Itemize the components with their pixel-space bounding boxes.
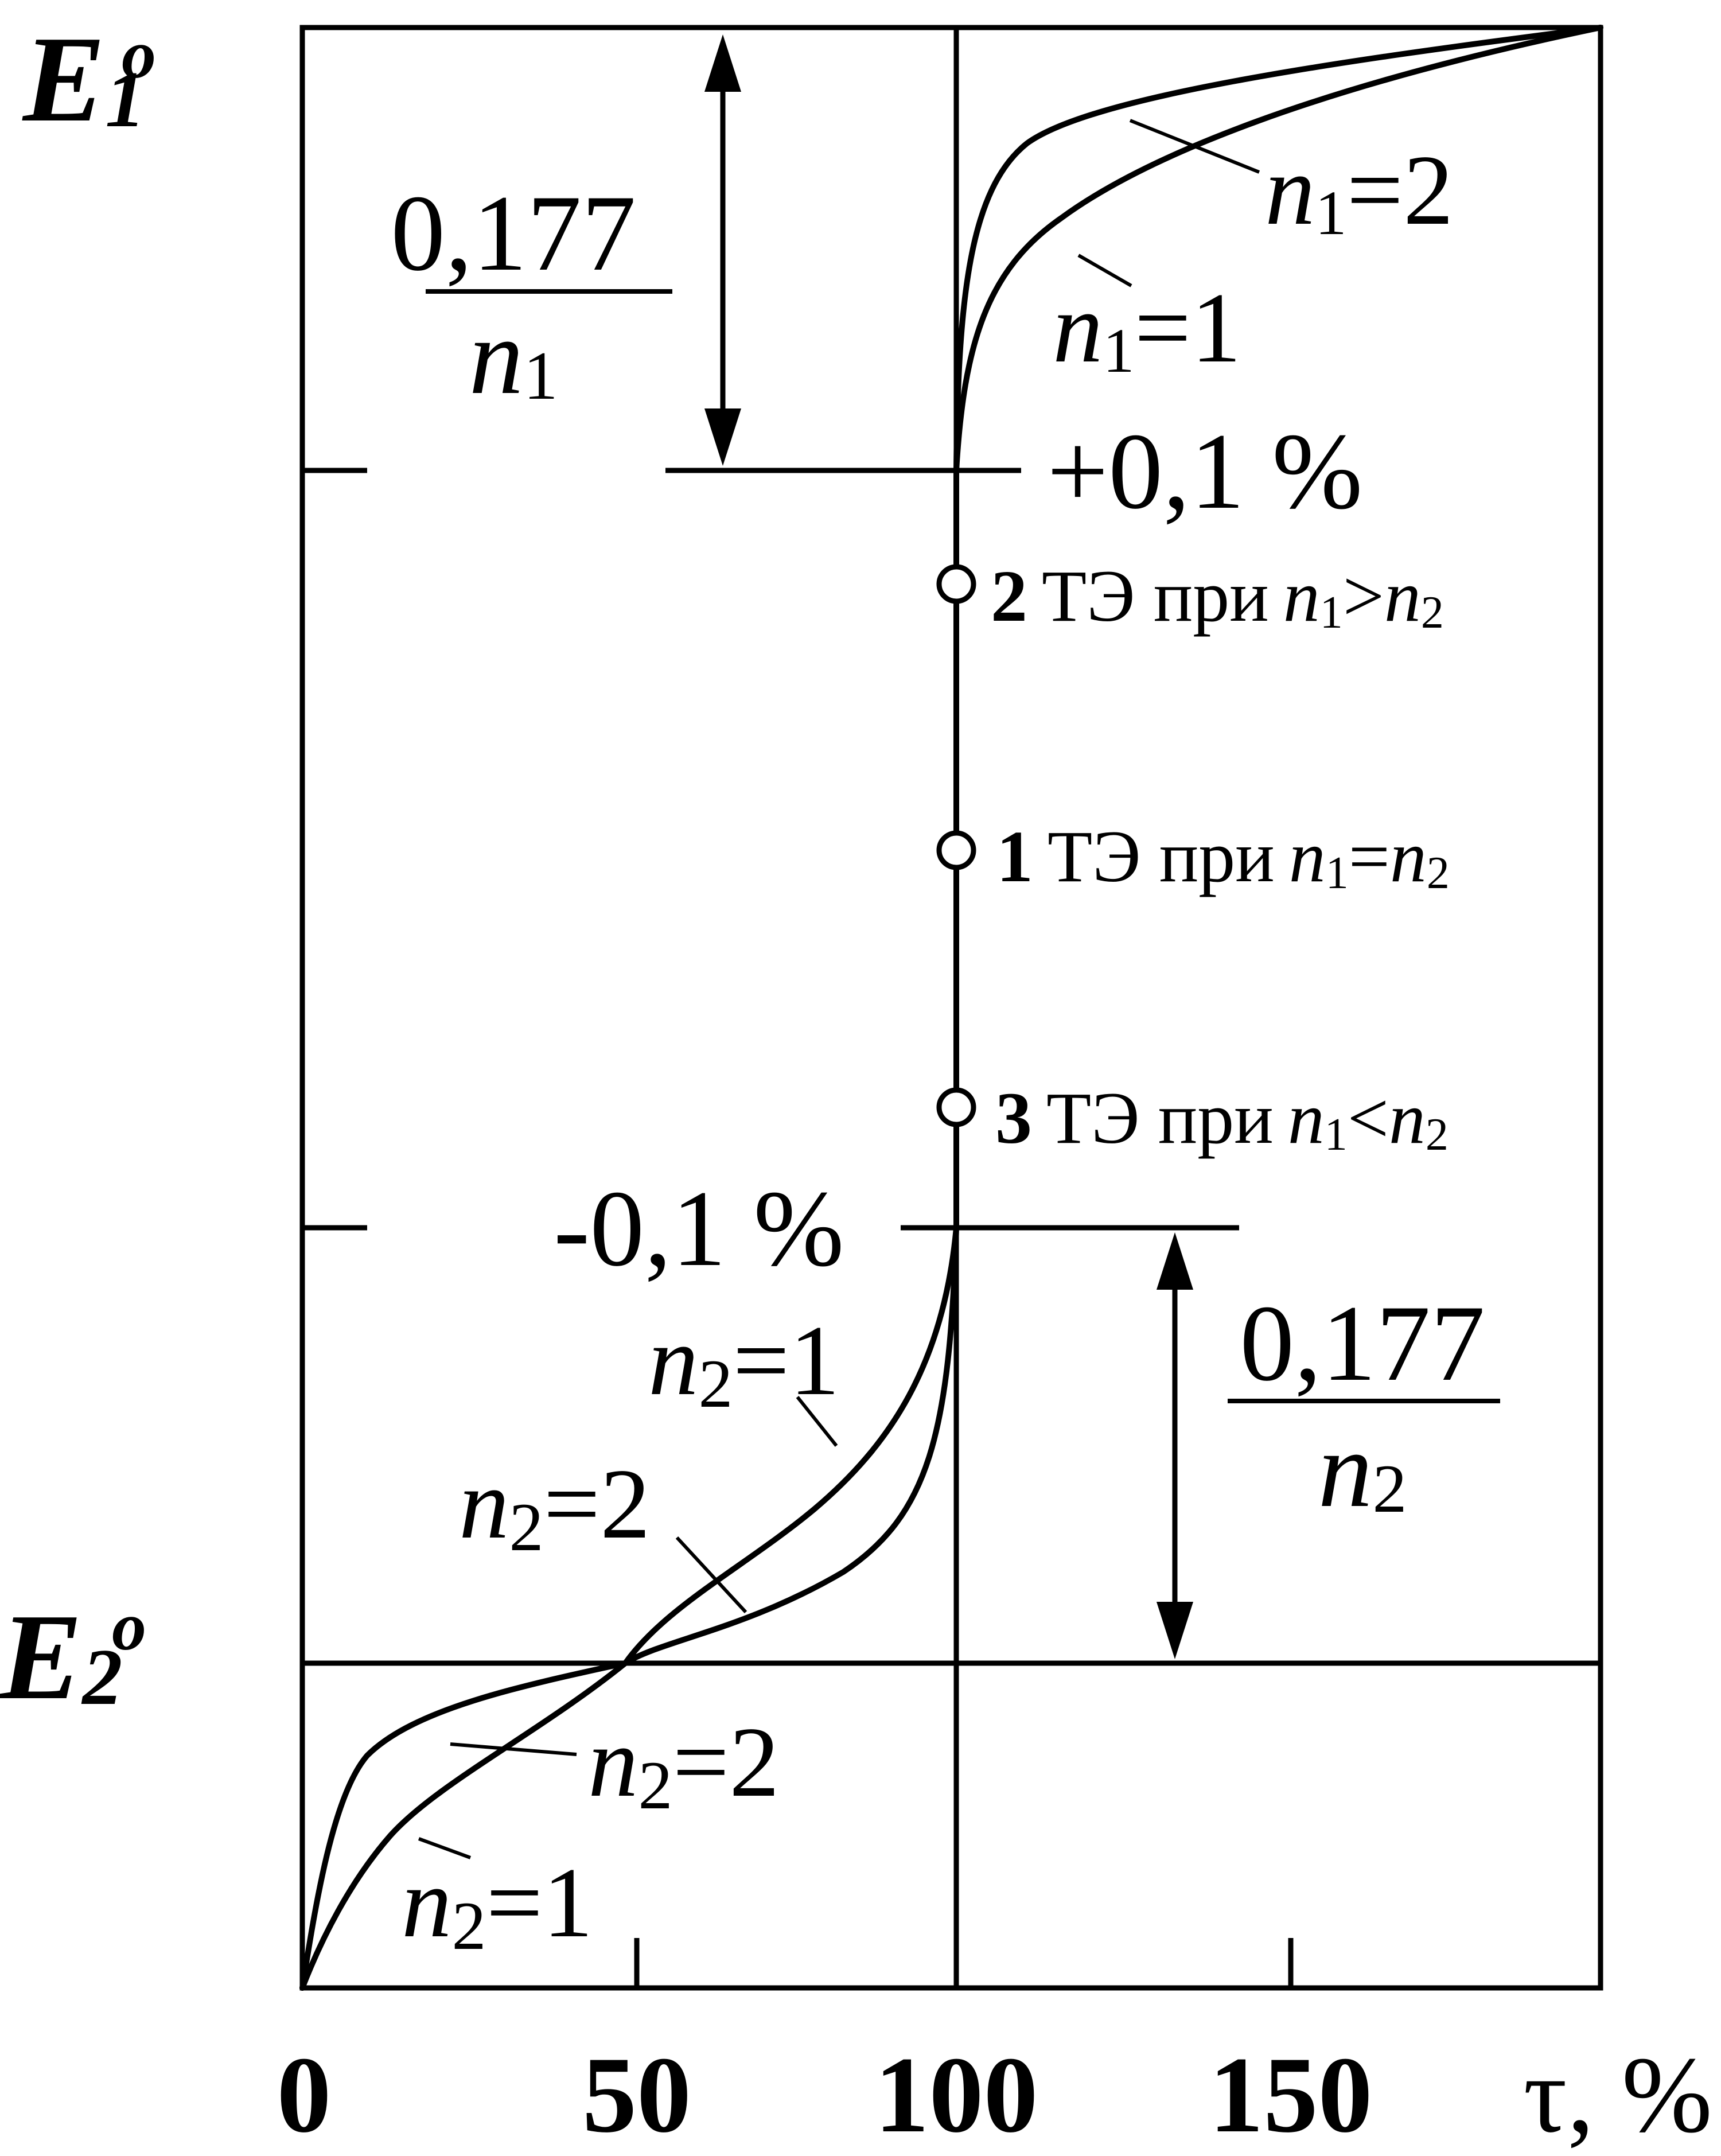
curve-n1-2-upper	[953, 25, 1603, 473]
leader-n1-2	[1129, 119, 1260, 174]
x-tick-label-150: 150	[1209, 2035, 1373, 2155]
leader-n2-2-lower	[450, 1742, 577, 1756]
curve-n1-1-upper	[953, 25, 1603, 473]
upper-span-arrow	[704, 34, 741, 466]
x-tick-label-50: 50	[582, 2035, 691, 2155]
svg-text:0,177: 0,177	[391, 173, 636, 294]
label-n1-1: n1=1	[1053, 272, 1241, 386]
label-n2-2-lower: n2=2	[588, 1706, 780, 1823]
e2-label: E2	[0, 1588, 122, 1725]
leader-n2-1-lower	[418, 1837, 472, 1859]
e1-label: E1	[22, 10, 145, 147]
x-tick-label-0: 0	[277, 2035, 332, 2155]
svg-text:n1: n1	[469, 297, 558, 417]
lower-span-fraction: 0,177 n2	[1228, 1283, 1500, 1530]
leader-n2-1-upper	[796, 1396, 838, 1447]
curve-n2-2-lower	[299, 1660, 628, 1991]
label-n2-1-lower: n2=1	[402, 1847, 593, 1964]
label-n2-1-upper: n2=1	[648, 1305, 840, 1422]
lower-span-arrow	[1157, 1232, 1193, 1659]
plot-frame	[299, 25, 1603, 1991]
lower-level-label: -0,1 %	[554, 1169, 844, 1289]
x-axis-title: τ, %	[1523, 2035, 1712, 2155]
svg-text:0,177: 0,177	[1240, 1283, 1485, 1404]
curve-n2-2-upper	[622, 1225, 959, 1666]
upper-level-label: +0,1 %	[1047, 411, 1362, 532]
upper-span-fraction: 0,177 n1	[391, 173, 672, 417]
label-n2-2-upper: n2=2	[459, 1448, 651, 1565]
e1-superscript: o	[122, 16, 156, 92]
leader-n1-1	[1077, 254, 1132, 287]
equivalence-point-3	[936, 1087, 976, 1127]
svg-text:n2: n2	[1318, 1410, 1407, 1530]
equivalence-point-2	[936, 564, 976, 604]
label-n1-2: n1=2	[1265, 134, 1454, 248]
curve-n2-1-upper	[622, 1225, 959, 1666]
curve-n2-1-lower	[299, 1660, 628, 1991]
x-tick-label-100: 100	[875, 2035, 1038, 2155]
e2-superscript: o	[112, 1588, 146, 1664]
equivalence-point-1	[936, 830, 976, 870]
leader-n2-2-upper	[675, 1536, 747, 1614]
